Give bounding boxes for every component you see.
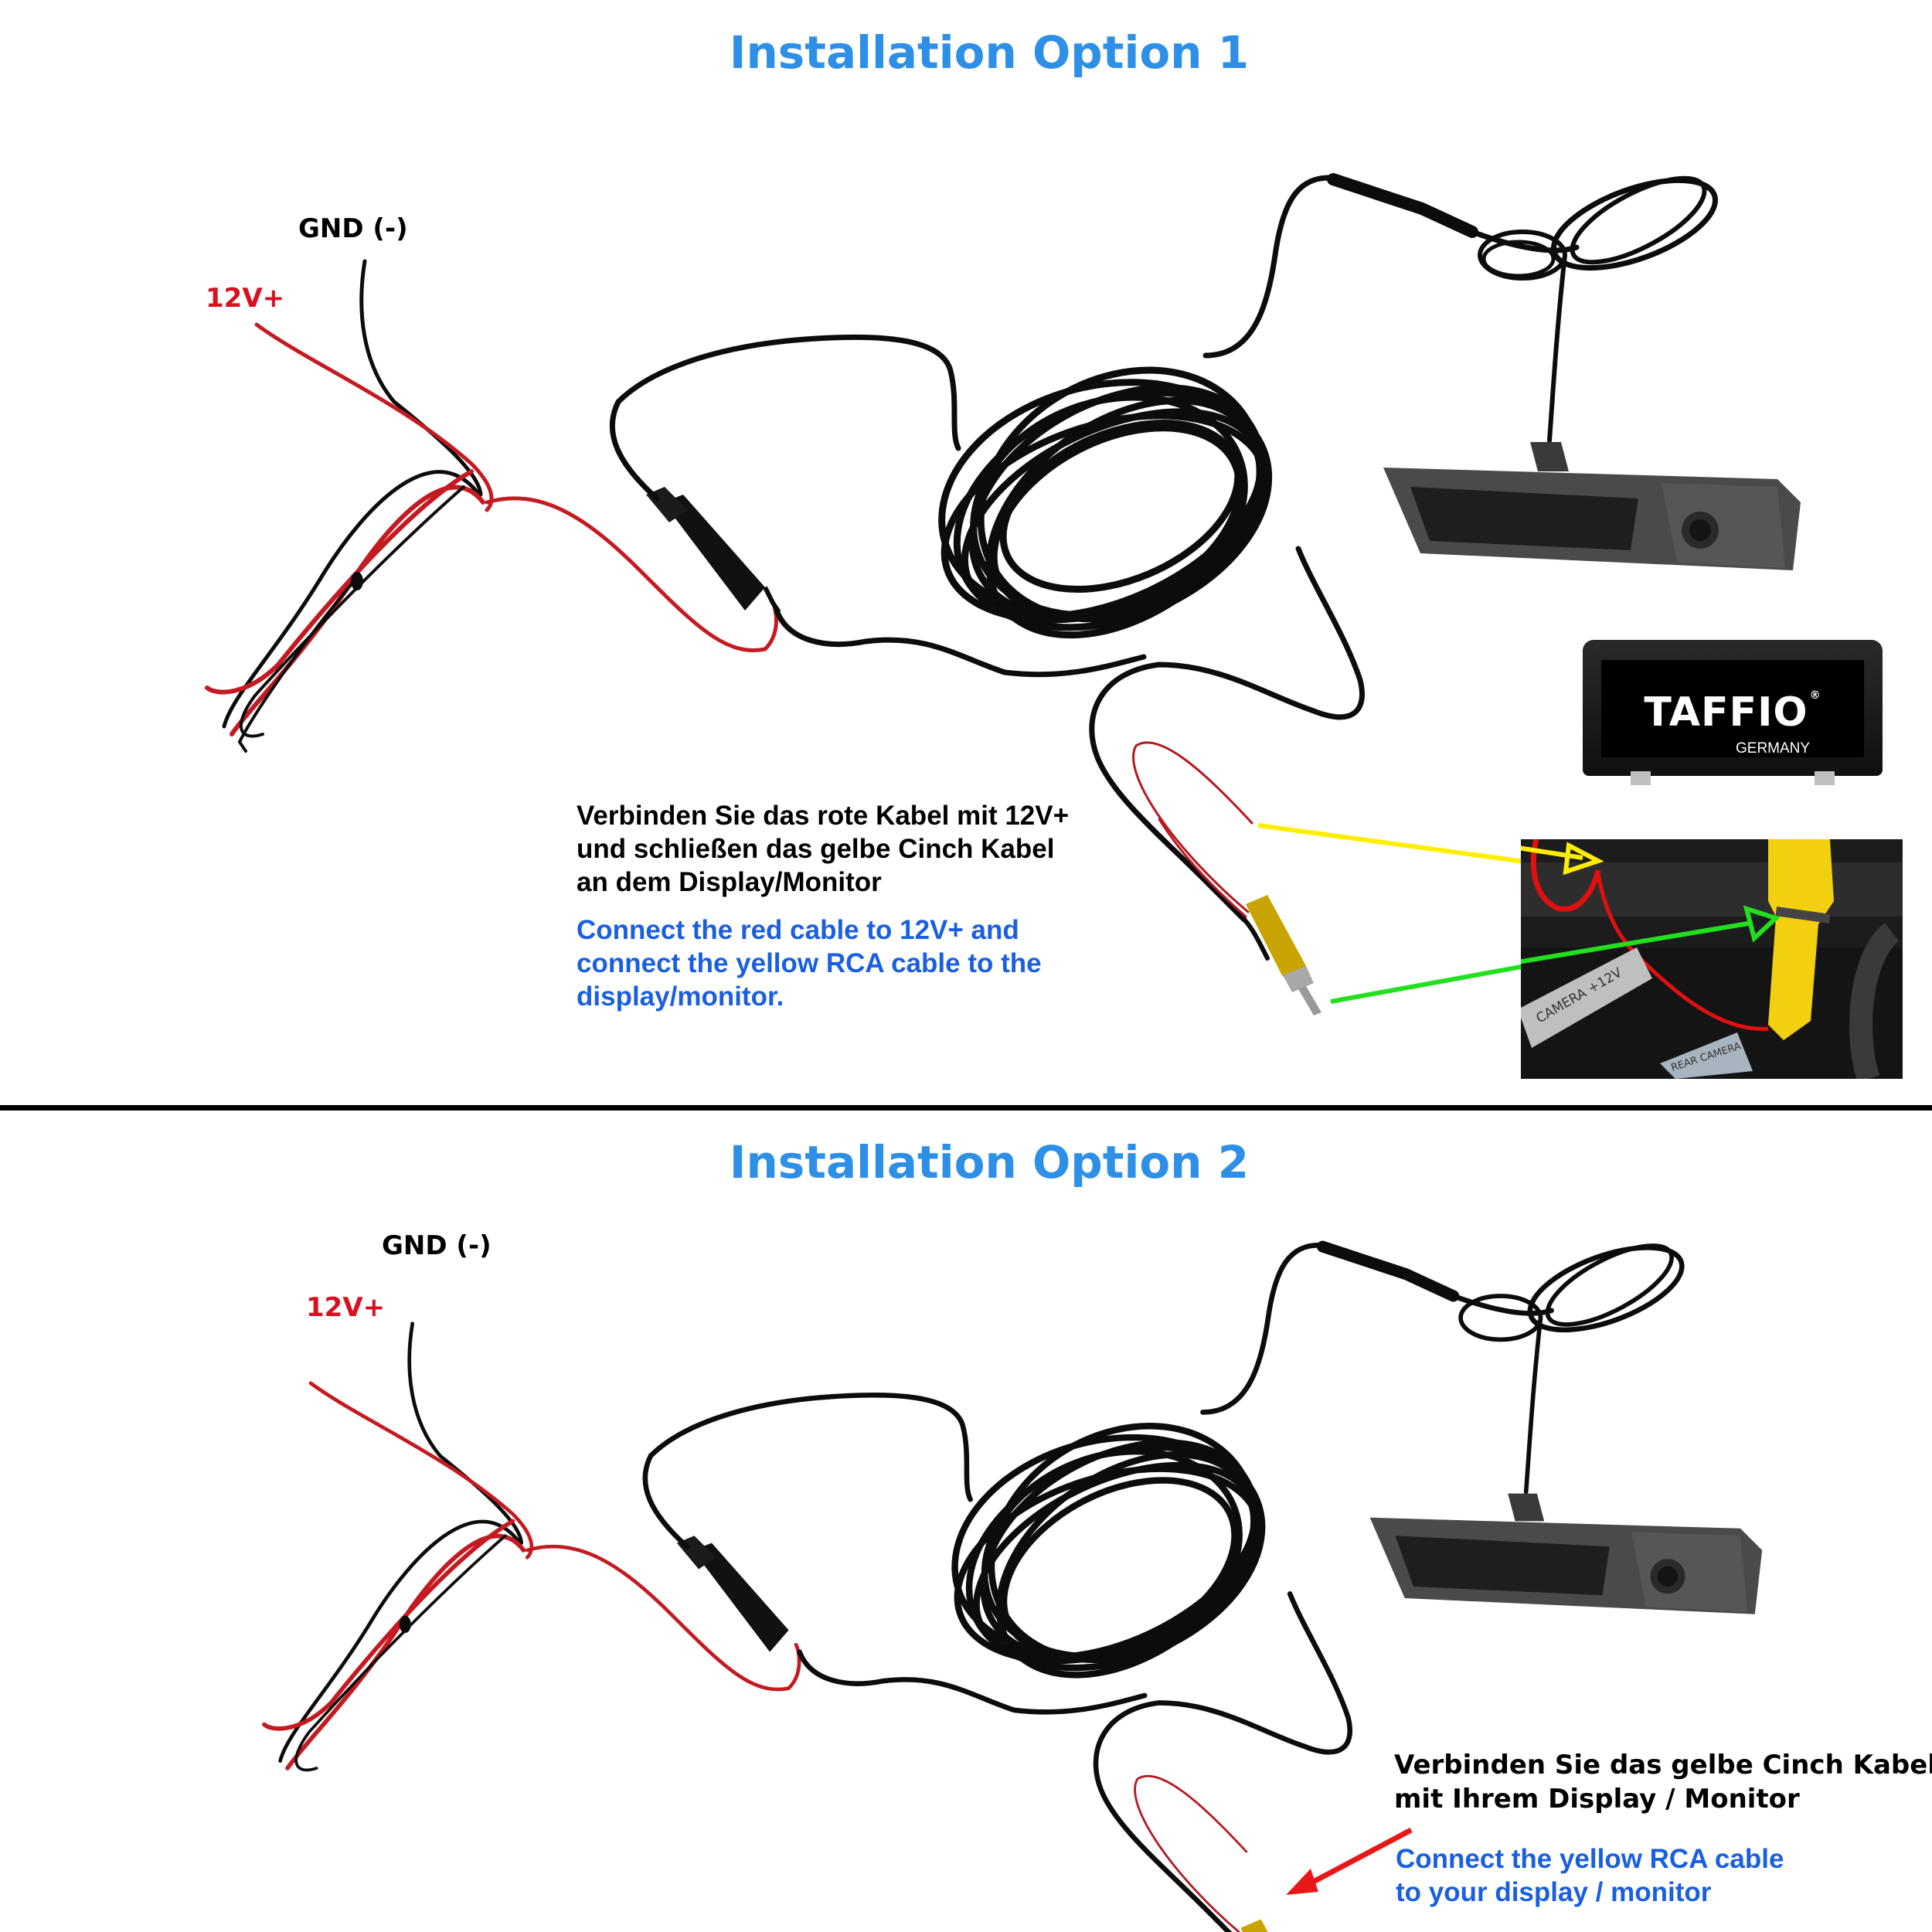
registered-mark: ® [1809,689,1821,702]
option1-camera-lead [1327,173,1719,443]
display-screen: TAFFIO® GERMANY [1601,660,1864,757]
option2-red-arrow [1286,1827,1413,1895]
option1-gnd-label: GND (-) [298,213,408,244]
option1-de-line-3: an dem Display/Monitor [577,867,882,897]
option1-de-line-1: Verbinden Sie das rote Kabel mit 12V+ [577,801,1070,831]
option2-title: Installation Option 2 [729,1136,1250,1189]
option2-en-line-2: to your display / monitor [1396,1877,1712,1907]
option2-gnd-label: GND (-) [382,1230,492,1261]
option1-12v-label: 12V+ [206,283,285,314]
option1-en-line-1: Connect the red cable to 12V+ and [577,915,1019,945]
display-bezel: TAFFIO® GERMANY [1583,640,1883,776]
option2-power-module [676,1536,789,1652]
option1-title: Installation Option 1 [729,26,1250,79]
option1-en-line-2: connect the yellow RCA cable to the [577,948,1042,978]
option2-rca-plug [1240,1919,1268,1932]
mount-tab-right [1815,771,1835,785]
option1-main-cable [609,175,1365,923]
option1-cable-coil [938,366,1273,639]
option1-de-line-2: und schließen das gelbe Cinch Kabel [577,834,1055,864]
option2-cable-coil [951,1423,1266,1679]
taffio-display: TAFFIO® GERMANY [1583,635,1883,785]
photo-illustration: CAMERA +12V REAR CAMERA [1521,839,1903,1079]
option1-rca-pigtail [1132,741,1270,961]
mount-tab-left [1631,771,1651,785]
option1-instructions-de: Verbinden Sie das rote Kabel mit 12V+ un… [577,799,1069,899]
option2-camera-lead [1316,1240,1685,1495]
option2-camera-handle [1369,1493,1763,1614]
option1-power-module [646,487,781,614]
section-divider [0,1105,1932,1111]
option2-main-cable [642,1242,1353,1932]
option1-wiring-diagram [205,173,1801,1015]
option2-instructions-de: Verbinden Sie das gelbe Cinch Kabel mit … [1394,1748,1932,1816]
brand-logo: TAFFIO® [1601,689,1864,736]
option2-power-lead [262,1321,801,1772]
option2-de-line-2: mit Ihrem Display / Monitor [1394,1784,1800,1815]
option1-rca-plug [1246,895,1321,1015]
installation-photo: CAMERA +12V REAR CAMERA [1521,839,1903,1079]
option1-camera-handle [1383,442,1801,570]
option2-instructions-en: Connect the yellow RCA cable to your dis… [1396,1842,1784,1909]
option2-de-line-1: Verbinden Sie das gelbe Cinch Kabel [1394,1750,1932,1781]
option1-en-line-3: display/monitor. [577,981,784,1012]
option2-12v-label: 12V+ [306,1292,386,1323]
option1-instructions-en: Connect the red cable to 12V+ and connec… [577,913,1042,1013]
option1-power-lead [205,259,778,753]
brand-subtitle: GERMANY [1736,740,1811,757]
option2-rca-pigtail [1134,1774,1248,1932]
brand-name: TAFFIO [1644,689,1808,736]
option2-en-line-1: Connect the yellow RCA cable [1396,1844,1784,1874]
